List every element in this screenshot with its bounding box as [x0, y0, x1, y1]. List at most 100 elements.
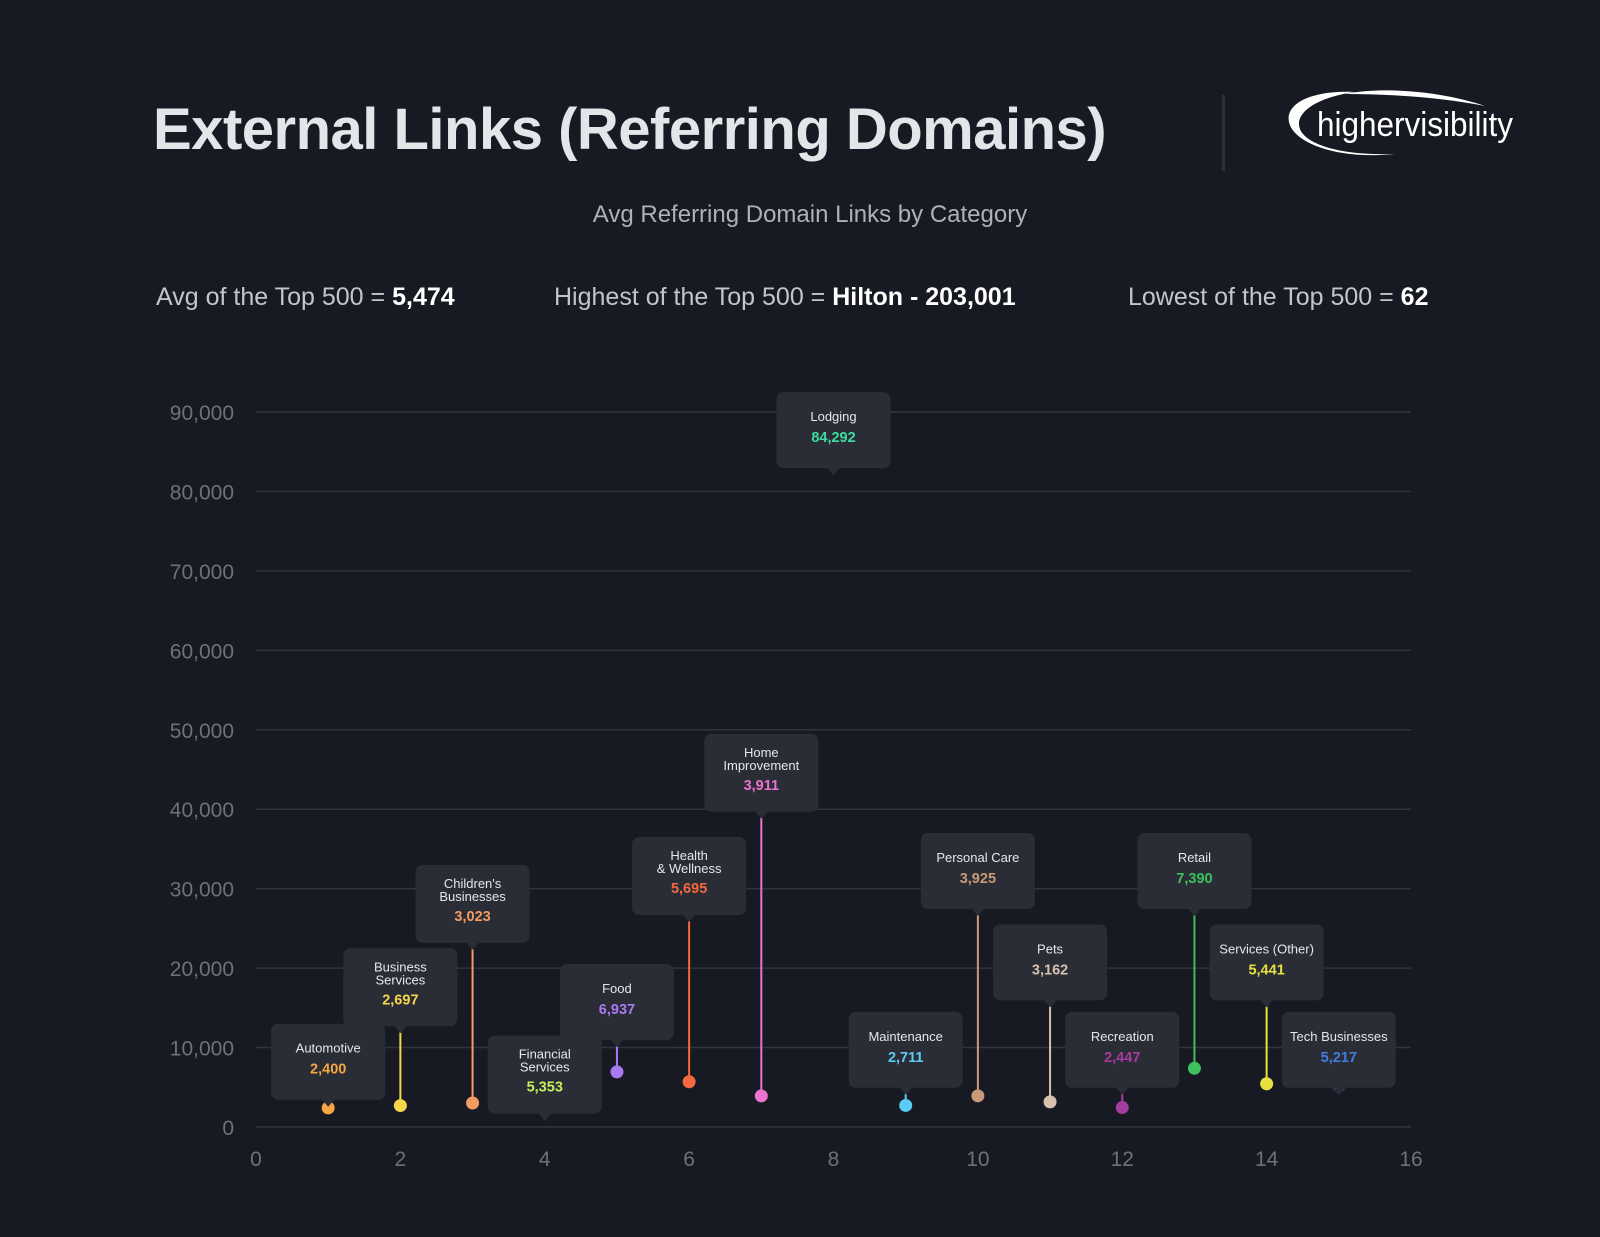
callout-label: Health	[670, 848, 708, 863]
callout-box	[1137, 833, 1252, 910]
data-point	[321, 1101, 335, 1115]
callout-label: Personal Care	[936, 850, 1019, 865]
callout-box	[632, 837, 747, 916]
data-point	[1115, 1101, 1129, 1115]
data-point	[393, 1099, 407, 1113]
data-point	[1187, 1061, 1201, 1075]
callout-label: Services (Other)	[1219, 941, 1314, 956]
stat-average-label: Avg of the Top 500 =	[156, 283, 386, 311]
stat-average: Avg of the Top 500 = 5,474	[156, 283, 455, 312]
y-tick-label: 0	[222, 1117, 234, 1140]
callout-label: Financial	[519, 1047, 571, 1062]
page-title: External Links (Referring Domains)	[153, 97, 1107, 162]
data-point	[682, 1075, 696, 1089]
stat-highest-value: Hilton - 203,001	[832, 283, 1016, 311]
data-point	[1043, 1095, 1057, 1109]
stat-average-value: 5,474	[392, 283, 455, 311]
callout-box	[271, 1023, 386, 1100]
data-value-label: 2,447	[1104, 1050, 1140, 1066]
data-value-label: 5,217	[1321, 1050, 1357, 1066]
callout-label: Home	[744, 745, 779, 760]
data-value-label: 2,697	[382, 992, 418, 1008]
y-tick-label: 10,000	[170, 1038, 234, 1061]
callout-label: Automotive	[296, 1041, 361, 1056]
callout-box	[559, 964, 674, 1041]
callout-pointer	[826, 467, 841, 476]
callout-label: Services	[520, 1060, 570, 1075]
callout-pointer	[1331, 1086, 1346, 1095]
x-tick-label: 2	[395, 1148, 407, 1171]
callout-label: Food	[602, 981, 632, 996]
callout-pointer	[970, 908, 985, 917]
data-value-label: 2,711	[888, 1050, 924, 1066]
y-tick-label: 40,000	[170, 799, 234, 822]
callout-pointer	[754, 810, 769, 819]
callout-label: Business	[374, 959, 427, 974]
y-tick-label: 60,000	[170, 640, 234, 663]
callout-label: Pets	[1037, 941, 1064, 956]
data-point	[466, 1096, 480, 1110]
data-point	[610, 1065, 624, 1079]
callout-label: Retail	[1178, 850, 1211, 865]
callout-box	[993, 924, 1108, 1001]
callout-label: Children's	[444, 876, 502, 891]
callout-label: Businesses	[439, 889, 506, 904]
y-tick-label: 20,000	[170, 958, 234, 981]
data-value-label: 6,937	[599, 1002, 635, 1018]
callout-box	[487, 1035, 602, 1114]
callout-pointer	[537, 1112, 552, 1121]
data-point	[899, 1098, 913, 1112]
stat-lowest-value: 62	[1400, 283, 1429, 311]
callout-pointer	[1187, 908, 1202, 917]
callout-label: Tech Businesses	[1290, 1029, 1388, 1044]
data-value-label: 2,400	[310, 1062, 346, 1078]
data-value-label: 3,162	[1032, 962, 1068, 978]
data-value-label: 84,292	[811, 430, 855, 446]
callout-pointer	[1043, 999, 1058, 1008]
x-tick-label: 6	[683, 1148, 695, 1171]
callout-pointer	[1115, 1086, 1130, 1095]
callout-label: Maintenance	[868, 1029, 942, 1044]
data-point	[754, 1089, 768, 1103]
callout-box	[1281, 1011, 1396, 1088]
callout-box	[848, 1011, 963, 1088]
data-value-label: 3,023	[454, 909, 490, 925]
callout-pointer	[1259, 999, 1274, 1008]
stat-highest: Highest of the Top 500 = Hilton - 203,00…	[554, 283, 1016, 312]
callout-pointer	[682, 914, 697, 923]
x-tick-label: 10	[966, 1148, 989, 1171]
logo-text: highervisibility	[1317, 106, 1513, 144]
data-value-label: 5,441	[1248, 962, 1284, 978]
callout-box	[704, 733, 819, 812]
callout-label: & Wellness	[657, 861, 722, 876]
x-tick-label: 4	[539, 1148, 551, 1171]
callout-label: Recreation	[1091, 1029, 1154, 1044]
y-tick-label: 30,000	[170, 879, 234, 902]
callout-box	[776, 392, 891, 469]
callout-label: Services	[375, 972, 425, 987]
logo-swoosh-icon: highervisibility	[1288, 90, 1513, 156]
data-point	[971, 1089, 985, 1103]
y-tick-label: 90,000	[170, 402, 234, 425]
callout-pointer	[898, 1086, 913, 1095]
stat-highest-label: Highest of the Top 500 =	[554, 283, 826, 311]
callout-box	[920, 833, 1035, 910]
data-value-label: 5,695	[671, 881, 707, 897]
header-divider	[1222, 95, 1225, 171]
y-tick-label: 80,000	[170, 481, 234, 504]
chart-subtitle: Avg Referring Domain Links by Category	[592, 201, 1028, 228]
x-tick-label: 14	[1255, 1148, 1279, 1171]
data-value-label: 5,353	[527, 1080, 563, 1096]
callout-pointer	[465, 941, 480, 950]
callout-pointer	[609, 1039, 624, 1048]
callout-box	[415, 864, 530, 943]
data-point	[1260, 1077, 1274, 1091]
x-tick-label: 0	[250, 1148, 262, 1171]
y-tick-label: 70,000	[170, 561, 234, 584]
callout-box	[343, 948, 458, 1027]
stat-lowest: Lowest of the Top 500 = 62	[1128, 283, 1428, 312]
y-tick-label: 50,000	[170, 720, 234, 743]
x-tick-label: 8	[828, 1148, 840, 1171]
brand-logo: highervisibility	[1285, 84, 1525, 164]
callout-pointer	[321, 1098, 336, 1107]
